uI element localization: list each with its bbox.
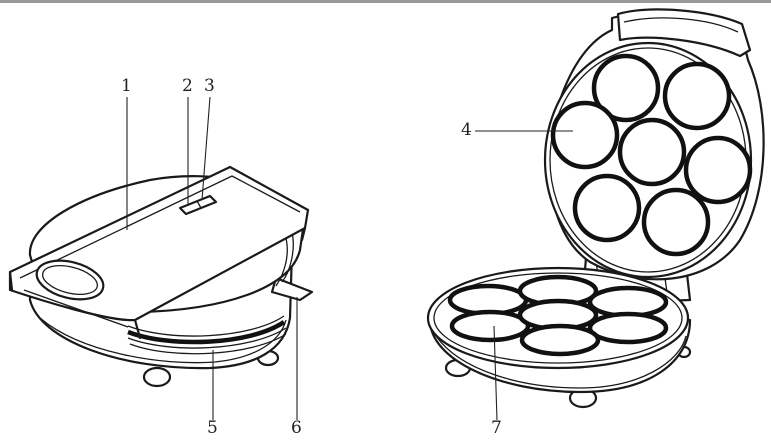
- callout-3: 3: [204, 76, 215, 96]
- upper-cup: [550, 100, 620, 170]
- callout-7: 7: [491, 418, 502, 438]
- closed-cupcake-maker: [8, 165, 314, 388]
- callout-4: 4: [461, 120, 472, 140]
- lower-cup: [587, 311, 669, 345]
- drip-tray: [270, 276, 314, 302]
- upper-cup: [572, 173, 642, 243]
- upper-cup: [641, 187, 711, 257]
- upper-lid-handle: [616, 8, 752, 58]
- lid-handle-grip: [35, 259, 105, 301]
- leader-lines: [126, 96, 573, 421]
- callout-1: 1: [121, 76, 132, 96]
- indicator-lights: [178, 194, 218, 216]
- leader-7: [493, 325, 498, 421]
- open-cupcake-maker: [426, 8, 765, 409]
- lower-cup: [449, 309, 531, 343]
- front-foot-left: [142, 366, 172, 388]
- callout-5: 5: [207, 418, 218, 438]
- callout-6: 6: [291, 418, 302, 438]
- leader-3: [201, 96, 211, 201]
- upper-cup: [662, 61, 732, 131]
- upper-cup: [591, 53, 661, 123]
- upper-cup: [683, 135, 753, 205]
- top-border: [0, 0, 771, 3]
- upper-cup: [617, 117, 687, 187]
- callout-2: 2: [182, 76, 193, 96]
- lower-cup: [519, 323, 601, 357]
